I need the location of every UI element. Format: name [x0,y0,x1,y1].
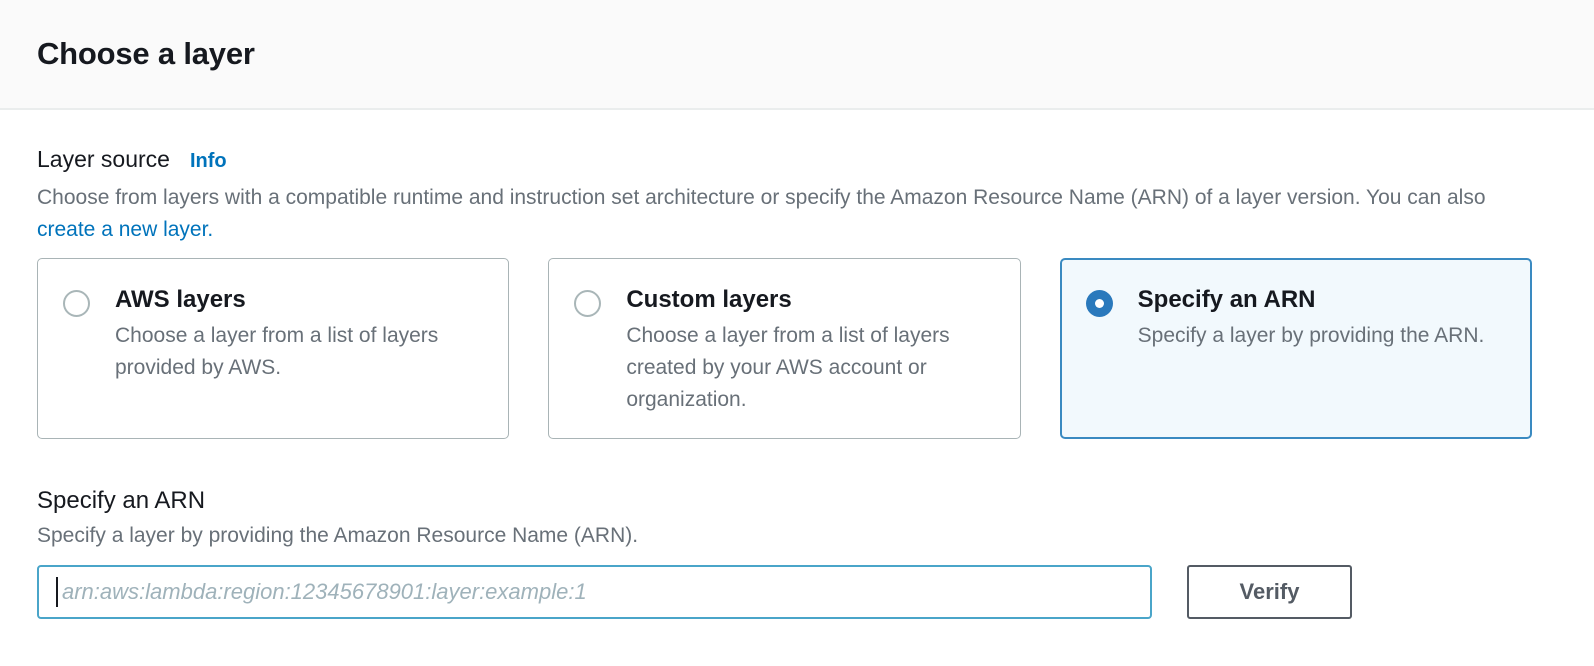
arn-input-wrapper [37,565,1152,619]
option-description-aws-layers: Choose a layer from a list of layers pro… [115,324,439,379]
option-card-aws-layers[interactable]: AWS layers Choose a layer from a list of… [37,258,510,439]
layer-source-options: AWS layers Choose a layer from a list of… [37,258,1532,439]
radio-custom-layers[interactable] [574,290,602,317]
specify-arn-description: Specify a layer by providing the Amazon … [37,524,639,547]
option-card-text: Specify an ARN Specify a layer by provid… [1138,286,1485,437]
page-title: Choose a layer [37,36,255,71]
create-new-layer-link[interactable]: create a new layer. [37,218,214,241]
option-card-custom-layers[interactable]: Custom layers Choose a layer from a list… [548,258,1021,439]
specify-arn-title: Specify an ARN [37,487,206,514]
choose-layer-panel: Layer source Info Choose from layers wit… [0,110,1594,619]
option-card-specify-arn[interactable]: Specify an ARN Specify a layer by provid… [1059,258,1532,439]
text-cursor [56,577,58,607]
layer-source-description: Choose from layers with a compatible run… [37,182,1487,246]
layer-source-label-row: Layer source Info [37,146,1532,173]
radio-specify-arn[interactable] [1085,290,1113,317]
layer-source-label: Layer source [37,146,170,172]
layer-source-description-text: Choose from layers with a compatible run… [37,186,1486,209]
option-card-text: AWS layers Choose a layer from a list of… [115,286,488,438]
arn-input[interactable] [37,565,1152,619]
layer-source-info-link[interactable]: Info [189,150,227,172]
verify-button[interactable]: Verify [1187,565,1352,619]
option-title-aws-layers: AWS layers [115,286,246,313]
arn-input-row: Verify [37,565,1532,619]
page-header: Choose a layer [0,0,1594,110]
option-description-custom-layers: Choose a layer from a list of layers cre… [626,324,950,411]
option-card-text: Custom layers Choose a layer from a list… [626,286,999,438]
radio-checked-dot [1094,299,1104,308]
option-description-specify-arn: Specify a layer by providing the ARN. [1137,324,1485,347]
option-title-specify-arn: Specify an ARN [1137,286,1316,313]
option-title-custom-layers: Custom layers [626,286,792,313]
radio-aws-layers[interactable] [63,290,90,317]
